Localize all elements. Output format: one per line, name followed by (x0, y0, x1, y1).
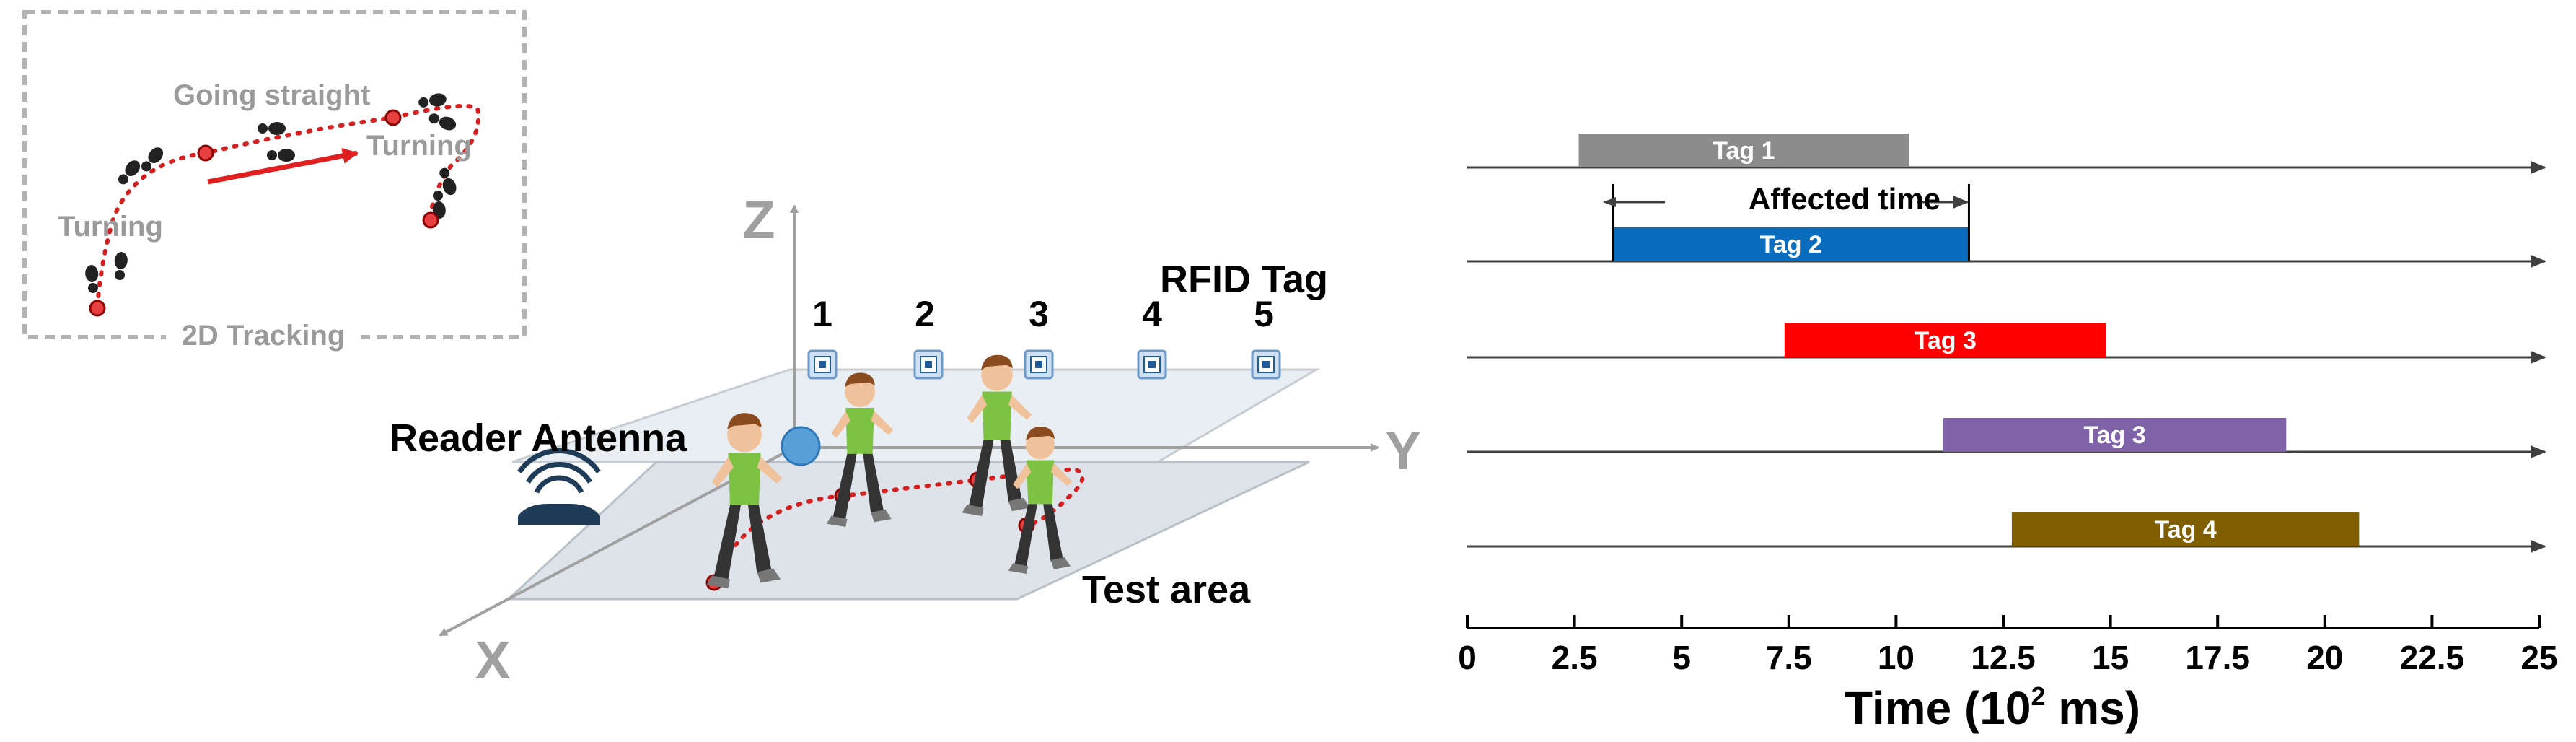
label-turning-right: Turning (366, 130, 472, 162)
time-axis-tick-label: 7.5 (1766, 639, 1812, 676)
tag-bar-label: Tag 4 (2154, 516, 2216, 544)
test-area-label: Test area (1082, 568, 1251, 611)
footprint-icon (113, 251, 128, 281)
axis-y-label: Y (1385, 421, 1420, 481)
tag-bar-label: Tag 3 (2083, 422, 2145, 449)
time-axis-label-exponent: 2 (2031, 681, 2045, 711)
rfid-tag-icon (807, 349, 838, 380)
tag-bar (1943, 418, 2287, 452)
time-axis-label-suffix: ms) (2045, 682, 2140, 734)
tag-number: 2 (915, 294, 935, 334)
reader-antenna-label: Reader Antenna (390, 416, 687, 460)
rfid-tag-label: RFID Tag (1160, 258, 1328, 301)
tag-number: 1 (812, 294, 832, 334)
footprint-icon (417, 92, 448, 110)
tag-number: 3 (1029, 294, 1049, 334)
rfid-tag-icon (1251, 349, 1281, 380)
tracking-point (384, 109, 402, 126)
time-axis-tick-label: 2.5 (1552, 639, 1598, 676)
antenna-beam-marker (781, 426, 821, 466)
time-axis-tick-label: 10 (1878, 639, 1915, 676)
affected-time-label: Affected time (1749, 182, 1940, 216)
footprint-icon (258, 122, 286, 135)
axis-x-label: X (475, 630, 510, 690)
rfid-tag-icon (1024, 349, 1054, 380)
axis-z-label: Z (742, 190, 775, 250)
time-axis-tick-label: 17.5 (2185, 639, 2250, 676)
tag-bar (1784, 323, 2106, 357)
time-axis-tick-label: 20 (2306, 639, 2343, 676)
reader-antenna-icon (517, 448, 601, 525)
inset-caption: 2D Tracking (182, 320, 346, 352)
tag-number: 5 (1254, 294, 1274, 334)
test-scene: Z Y X 1 2 3 4 5 RFID Tag Reader Antenna (390, 190, 1421, 690)
time-axis-tick-label: 5 (1672, 639, 1691, 676)
footprint-icon (115, 157, 144, 188)
inset-trajectory (95, 104, 481, 309)
tracking-point (422, 211, 439, 229)
inset-border (22, 10, 527, 339)
inset-caption-background (166, 318, 361, 354)
tracking-inset: 2D Tracking Going straight Turning Turni… (22, 10, 527, 354)
time-axis-label: Time (102 ms) (1845, 681, 2140, 734)
rfid-tag-icon (913, 349, 944, 380)
tag-bar (1578, 134, 1909, 167)
footprint-icon (267, 149, 295, 162)
tag-bar (1613, 227, 1969, 261)
tag-timeline: Tag 1 Tag 2 Tag 3 Tag 3 Tag 4 0 2.5 5 7.5 10 12.5 1… (1458, 134, 2558, 676)
time-axis-tick-label: 0 (1458, 639, 1477, 676)
rfid-tag-icon (1137, 349, 1167, 380)
footprint-icon (84, 264, 100, 294)
tag-bar-label: Tag 3 (1915, 327, 1977, 354)
time-axis-tick-label: 15 (2092, 639, 2129, 676)
label-turning-left: Turning (58, 211, 163, 243)
time-axis-tick-label: 25 (2520, 639, 2557, 676)
floor-plane (506, 461, 1310, 601)
tracking-point (89, 300, 106, 317)
tag-number: 4 (1142, 294, 1162, 334)
tag-bar-label: Tag 1 (1713, 137, 1775, 165)
time-axis-label-prefix: Time (10 (1845, 682, 2031, 734)
inset-direction-arrow (207, 147, 359, 185)
label-going-straight: Going straight (173, 79, 370, 111)
tag-bar-label: Tag 2 (1760, 231, 1822, 258)
time-axis-tick-label: 22.5 (2400, 639, 2465, 676)
time-axis-tick-label: 12.5 (1971, 639, 2036, 676)
tag-bar (2011, 512, 2360, 546)
tracking-point (197, 144, 214, 162)
